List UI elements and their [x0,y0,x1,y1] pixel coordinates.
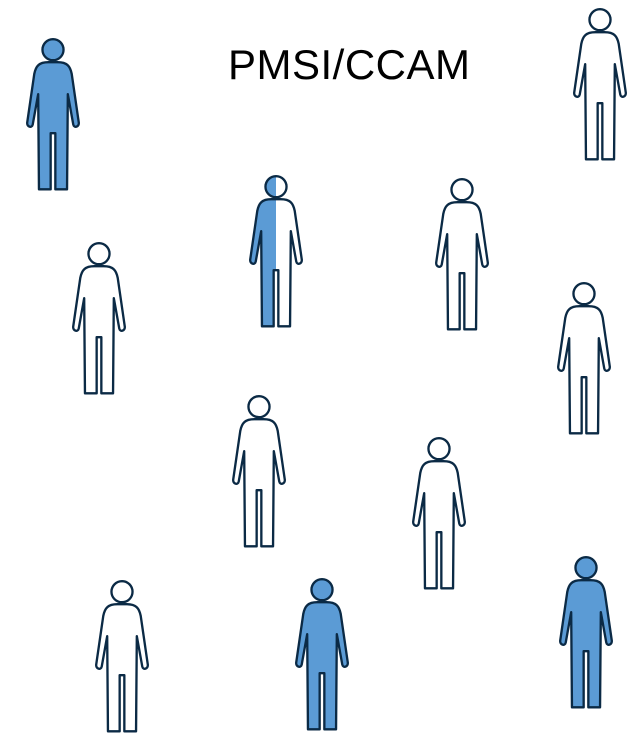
person-body [573,31,627,161]
person-head [450,178,474,202]
person-icon-8 [412,437,466,590]
page-title: PMSI/CCAM [228,41,471,88]
person-body [435,201,489,331]
person-body [250,199,276,327]
person-head [264,175,288,199]
person-head [110,580,134,604]
person-body [557,305,611,435]
person-icon-11 [559,556,613,709]
person-icon-7 [232,395,286,548]
person-head [588,8,612,32]
person-body [26,61,80,191]
person-icon-9 [95,580,149,733]
person-icon-2 [573,8,627,161]
person-body [95,603,149,733]
person-head [310,578,334,602]
person-icon-10 [295,578,349,731]
person-icon-1 [26,38,80,191]
person-head [574,556,598,580]
person-icon-4 [435,178,489,331]
person-head [572,282,596,306]
person-icon-3 [249,175,303,328]
person-head [247,395,271,419]
person-head [427,437,451,461]
person-head [41,38,65,62]
person-body [412,460,466,590]
person-body [295,601,349,731]
person-body [559,579,613,709]
person-icon-6 [557,282,611,435]
person-body [72,265,126,395]
person-icon-5 [72,242,126,395]
person-body [232,418,286,548]
person-head [87,242,111,266]
person-body [249,198,303,328]
